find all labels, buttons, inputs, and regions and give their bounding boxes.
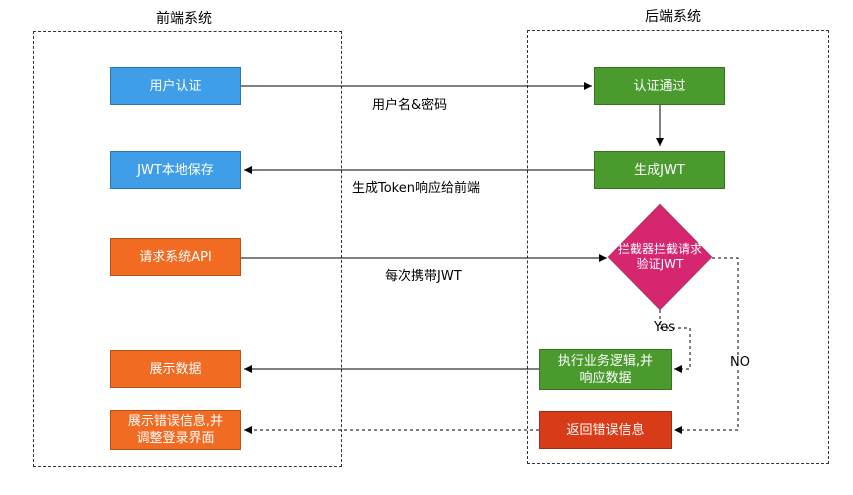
request-api-box[interactable]: 请求系统API: [110, 238, 241, 276]
show-error-label-line1: 展示错误信息,并: [127, 414, 224, 429]
arrow-yes-branch: [659, 310, 691, 373]
interceptor-diamond: [607, 203, 713, 311]
edge-label-yes: Yes: [654, 320, 675, 335]
user-auth-box[interactable]: 用户认证: [110, 67, 241, 105]
backend-panel: [527, 30, 829, 464]
request-api-label: 请求系统API: [139, 249, 212, 265]
frontend-panel: [33, 31, 342, 467]
user-auth-label: 用户认证: [149, 78, 202, 94]
exec-logic-box[interactable]: 执行业务逻辑,并 响应数据: [539, 349, 672, 390]
jwt-store-box[interactable]: JWT本地保存: [110, 151, 241, 189]
edge-label-carry-jwt: 每次携带JWT: [385, 269, 462, 284]
auth-pass-box[interactable]: 认证通过: [594, 67, 725, 105]
edge-label-token-response: 生成Token响应给前端: [352, 181, 480, 196]
show-data-box[interactable]: 展示数据: [110, 350, 241, 388]
backend-section-title: 后端系统: [645, 9, 701, 25]
return-error-box[interactable]: 返回错误信息: [539, 411, 672, 449]
show-data-label: 展示数据: [149, 361, 202, 377]
frontend-section-title: 前端系统: [156, 11, 212, 27]
return-error-label: 返回错误信息: [566, 422, 645, 438]
gen-jwt-box[interactable]: 生成JWT: [594, 151, 725, 189]
edge-label-no: NO: [730, 355, 750, 370]
interceptor-label-line1: 拦截器拦截请求: [617, 242, 702, 256]
gen-jwt-label: 生成JWT: [634, 162, 685, 178]
auth-pass-label: 认证通过: [633, 78, 686, 94]
interceptor-label-line2: 验证JWT: [636, 257, 684, 271]
jwt-store-label: JWT本地保存: [137, 162, 214, 178]
show-error-label-line2: 调整登录界面: [136, 431, 215, 446]
exec-logic-label-line2: 响应数据: [579, 370, 632, 386]
interceptor-label: 拦截器拦截请求 验证JWT: [608, 242, 712, 272]
edge-label-username-password: 用户名&密码: [372, 98, 448, 113]
show-error-box[interactable]: 展示错误信息,并 调整登录界面: [110, 410, 241, 450]
arrow-no-branch: [674, 257, 739, 434]
exec-logic-label-line1: 执行业务逻辑,并: [557, 353, 654, 369]
